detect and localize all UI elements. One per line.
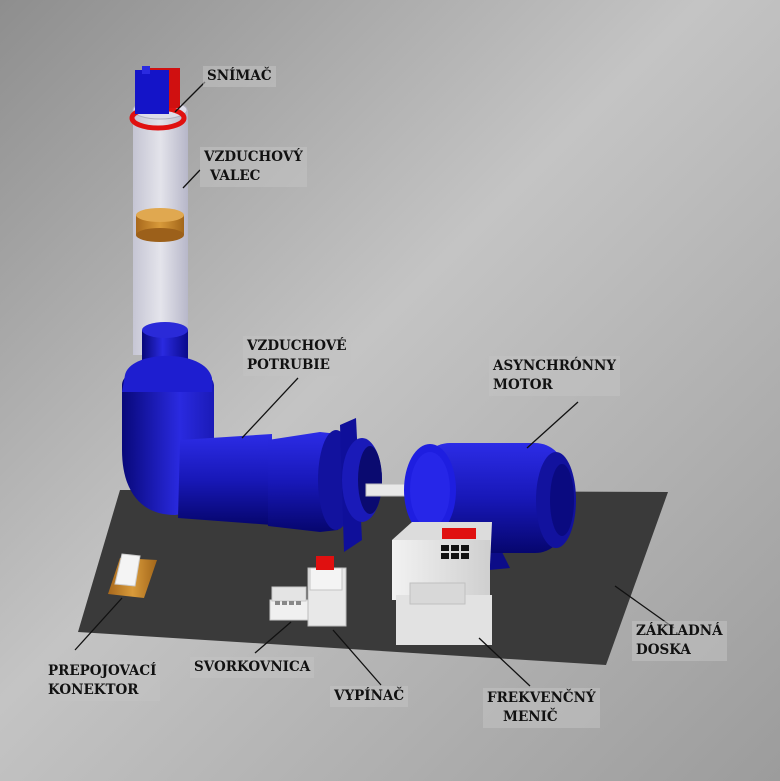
label-asynchronny-motor-line1: ASYNCHRÓNNY <box>493 358 616 374</box>
label-snimac-line1: SNÍMAČ <box>207 68 272 84</box>
label-prepojovaci-konektor-line2: KONEKTOR <box>48 682 139 698</box>
terminal-block <box>269 586 309 621</box>
interconnect-connector <box>108 553 157 598</box>
label-vzduchove-potrubie: VZDUCHOVÉ POTRUBIE <box>243 336 351 376</box>
frequency-converter <box>392 522 492 645</box>
label-vzduchove-potrubie-line1: VZDUCHOVÉ <box>247 338 347 354</box>
label-asynchronny-motor: ASYNCHRÓNNY MOTOR <box>489 356 620 396</box>
label-asynchronny-motor-line2: MOTOR <box>493 377 553 393</box>
air-duct <box>122 322 382 552</box>
switch <box>307 556 347 627</box>
label-prepojovaci-konektor: PREPOJOVACÍ KONEKTOR <box>44 661 161 701</box>
label-vypinac: VYPÍNAČ <box>330 686 409 707</box>
label-vzduchovy-valec-line2: VALEC <box>210 168 261 184</box>
label-svorkovnica: SVORKOVNICA <box>190 657 315 678</box>
label-prepojovaci-konektor-line1: PREPOJOVACÍ <box>48 663 157 679</box>
piston <box>136 208 184 242</box>
label-svorkovnica-line1: SVORKOVNICA <box>194 659 311 675</box>
label-frekvencny-menic: FREKVENČNÝ MENIČ <box>483 688 600 728</box>
label-frekvencny-menic-line1: FREKVENČNÝ <box>487 690 596 706</box>
label-zakladna-doska: ZÁKLADNÁ DOSKA <box>632 621 727 661</box>
air-cylinder <box>132 100 188 355</box>
label-vzduchovy-valec-line1: VZDUCHOVÝ <box>204 149 303 165</box>
label-snimac: SNÍMAČ <box>203 66 276 87</box>
label-zakladna-doska-line2: DOSKA <box>636 642 691 658</box>
label-frekvencny-menic-line2: MENIČ <box>503 709 558 725</box>
motor-shaft <box>365 483 411 497</box>
label-vzduchove-potrubie-line2: POTRUBIE <box>247 357 330 373</box>
label-vzduchovy-valec: VZDUCHOVÝ VALEC <box>200 147 307 187</box>
leader-lines <box>74 81 675 687</box>
label-zakladna-doska-line1: ZÁKLADNÁ <box>636 623 723 639</box>
keypad <box>441 545 469 559</box>
label-vypinac-line1: VYPÍNAČ <box>334 688 405 704</box>
sensor <box>129 66 187 131</box>
